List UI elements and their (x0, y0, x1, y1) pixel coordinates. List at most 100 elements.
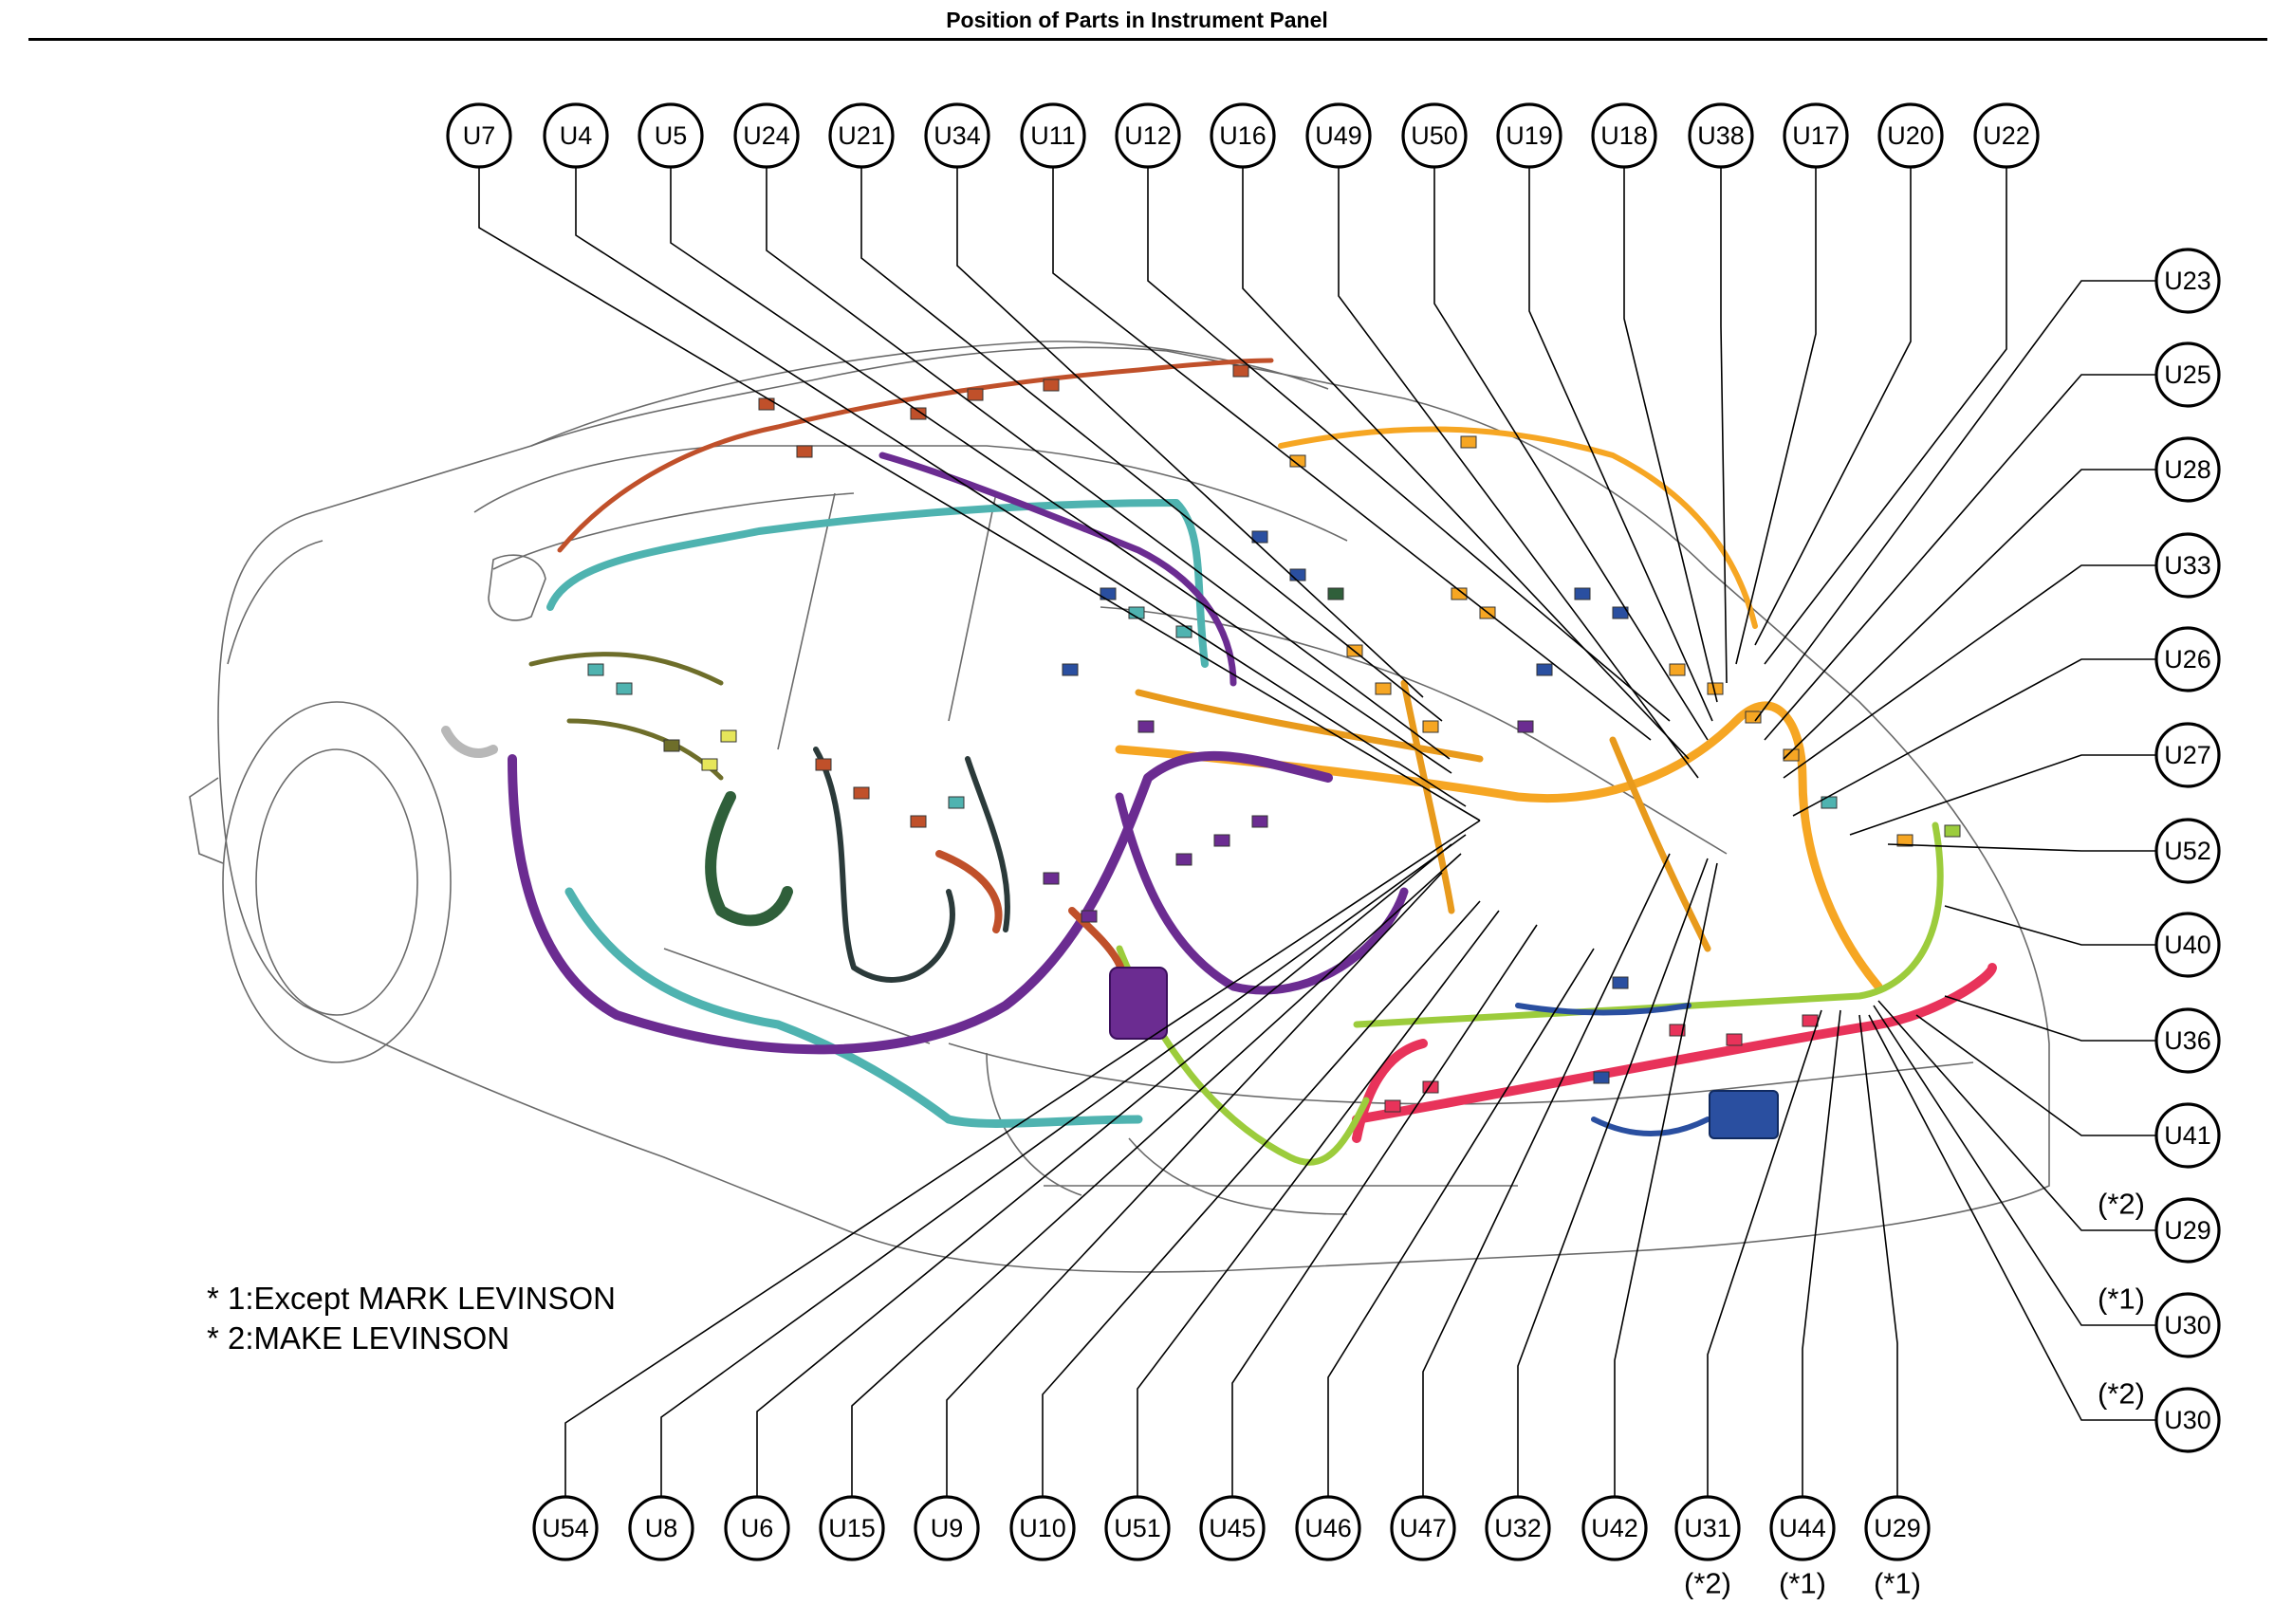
connector-block (1745, 710, 1762, 724)
leader-bottom-u32-10 (1517, 858, 1709, 1497)
leader-right-u30-11 (1873, 1005, 2156, 1326)
callout-top-u11: U11 (1020, 102, 1086, 169)
callout-top-u22-label: U22 (1983, 121, 2030, 150)
purple-harness-dash (1115, 792, 1409, 995)
callout-right-u36-8: U36 (2154, 1007, 2221, 1074)
callout-top-u18: U18 (1591, 102, 1657, 169)
connector-block (1043, 378, 1060, 392)
leader-bottom-u9-4 (946, 872, 1443, 1497)
callout-top-u19-label: U19 (1506, 121, 1553, 150)
callout-bottom-u9-4: U9 (914, 1495, 980, 1561)
leader-right-u40-7 (1944, 905, 2156, 946)
callout-right-u52-6-label: U52 (2164, 837, 2211, 865)
leader-right-u28-2 (1783, 469, 2156, 760)
callout-right-u40-7: U40 (2154, 912, 2221, 978)
callout-top-u17: U17 (1783, 102, 1849, 169)
leader-bottom-u51-6 (1137, 910, 1500, 1497)
callout-top-u21-label: U21 (838, 121, 885, 150)
connector-block (948, 796, 965, 809)
callout-right-u26-4: U26 (2154, 626, 2221, 692)
leader-top-u19 (1528, 167, 1713, 722)
leader-lines (478, 167, 2156, 1497)
callout-right-u33-3-label: U33 (2164, 551, 2211, 580)
connector-block (1289, 454, 1306, 468)
connector-block (701, 758, 718, 771)
leader-right-u33-3 (1783, 564, 2156, 779)
connector-block (1422, 720, 1439, 733)
callout-top-u18-label: U18 (1600, 121, 1648, 150)
leader-bottom-u10-5 (1042, 900, 1481, 1497)
callout-top-u24-label: U24 (743, 121, 790, 150)
callout-top-u4: U4 (543, 102, 609, 169)
callout-bottom-u8-1: U8 (628, 1495, 694, 1561)
callout-bottom-u6-2-label: U6 (741, 1514, 774, 1542)
callout-right-u28-2: U28 (2154, 436, 2221, 503)
green-harness-kick (705, 791, 793, 927)
leader-bottom-u46-8 (1327, 948, 1595, 1497)
callout-bottom-u45-7: U45 (1199, 1495, 1266, 1561)
connector-block (1669, 663, 1686, 676)
leader-top-u24 (766, 167, 1451, 760)
callout-bottom-u10-5-label: U10 (1019, 1514, 1066, 1542)
callout-top-u22: U22 (1973, 102, 2040, 169)
purple-harness-upper (878, 452, 1237, 687)
leader-right-u25-1 (1764, 374, 2156, 741)
callout-top-u24: U24 (733, 102, 800, 169)
callout-top-u50: U50 (1401, 102, 1468, 169)
callout-top-u12: U12 (1115, 102, 1181, 169)
connector-block (1375, 682, 1392, 695)
callout-bottom-u46-8-label: U46 (1304, 1514, 1352, 1542)
callout-right-u41-9: U41 (2154, 1102, 2221, 1169)
callout-right-u52-6: U52 (2154, 818, 2221, 884)
callout-top-u21: U21 (828, 102, 895, 169)
callout-top-u16: U16 (1210, 102, 1276, 169)
leader-right-u52-6 (1887, 843, 2156, 852)
connector-block (1669, 1024, 1686, 1037)
leader-bottom-u47-9 (1422, 853, 1671, 1497)
connector-block (720, 729, 737, 743)
callout-top-u34: U34 (924, 102, 990, 169)
callout-bottom-u10-5: U10 (1009, 1495, 1076, 1561)
connector-block (1232, 364, 1249, 378)
callout-top-u5-label: U5 (655, 121, 688, 150)
connector-block (1517, 720, 1534, 733)
leader-top-u4 (575, 167, 1467, 807)
connector-block (1802, 1014, 1819, 1027)
connector-block (1327, 587, 1344, 600)
connector-block (758, 397, 775, 411)
callout-bottom-u51-6: U51 (1104, 1495, 1171, 1561)
callout-right-u28-2-label: U28 (2164, 455, 2211, 484)
leader-top-u49 (1338, 167, 1699, 779)
callout-right-u36-8-label: U36 (2164, 1026, 2211, 1055)
callout-right-u23-0-label: U23 (2164, 267, 2211, 295)
leader-top-u12 (1147, 167, 1671, 722)
leader-bottom-u42-11 (1614, 862, 1718, 1497)
leader-bottom-u45-7 (1231, 924, 1538, 1497)
callout-right-u23-0: U23 (2154, 248, 2221, 314)
qualifier-bottom-12: (*2) (1684, 1567, 1731, 1600)
leader-top-u18 (1623, 167, 1718, 703)
callout-bottom-u54-0-label: U54 (542, 1514, 589, 1542)
callout-top-u49: U49 (1305, 102, 1372, 169)
connector-block (1726, 1033, 1743, 1046)
connector-block (1460, 435, 1477, 449)
leader-top-u16 (1242, 167, 1690, 760)
callout-top-u20: U20 (1877, 102, 1944, 169)
wire-harnesses (441, 358, 1997, 1166)
leader-bottom-u54-0 (564, 820, 1481, 1497)
page-title: Position of Parts in Instrument Panel (946, 8, 1328, 32)
connector-block (1896, 834, 1913, 847)
teal-harness-lower (564, 887, 1143, 1128)
leader-bottom-u8-1 (660, 834, 1467, 1497)
leader-top-u7 (478, 167, 1481, 821)
callout-top-u19: U19 (1496, 102, 1562, 169)
callout-bottom-u32-10: U32 (1485, 1495, 1551, 1561)
connector-block (853, 786, 870, 800)
orange-harness-center (1135, 679, 1711, 952)
leader-right-u26-4 (1792, 658, 2156, 817)
leader-bottom-u29-14 (1858, 1014, 1898, 1497)
connector-block (1062, 663, 1079, 676)
callout-top-u5: U5 (638, 102, 704, 169)
connector-block (1251, 530, 1268, 544)
